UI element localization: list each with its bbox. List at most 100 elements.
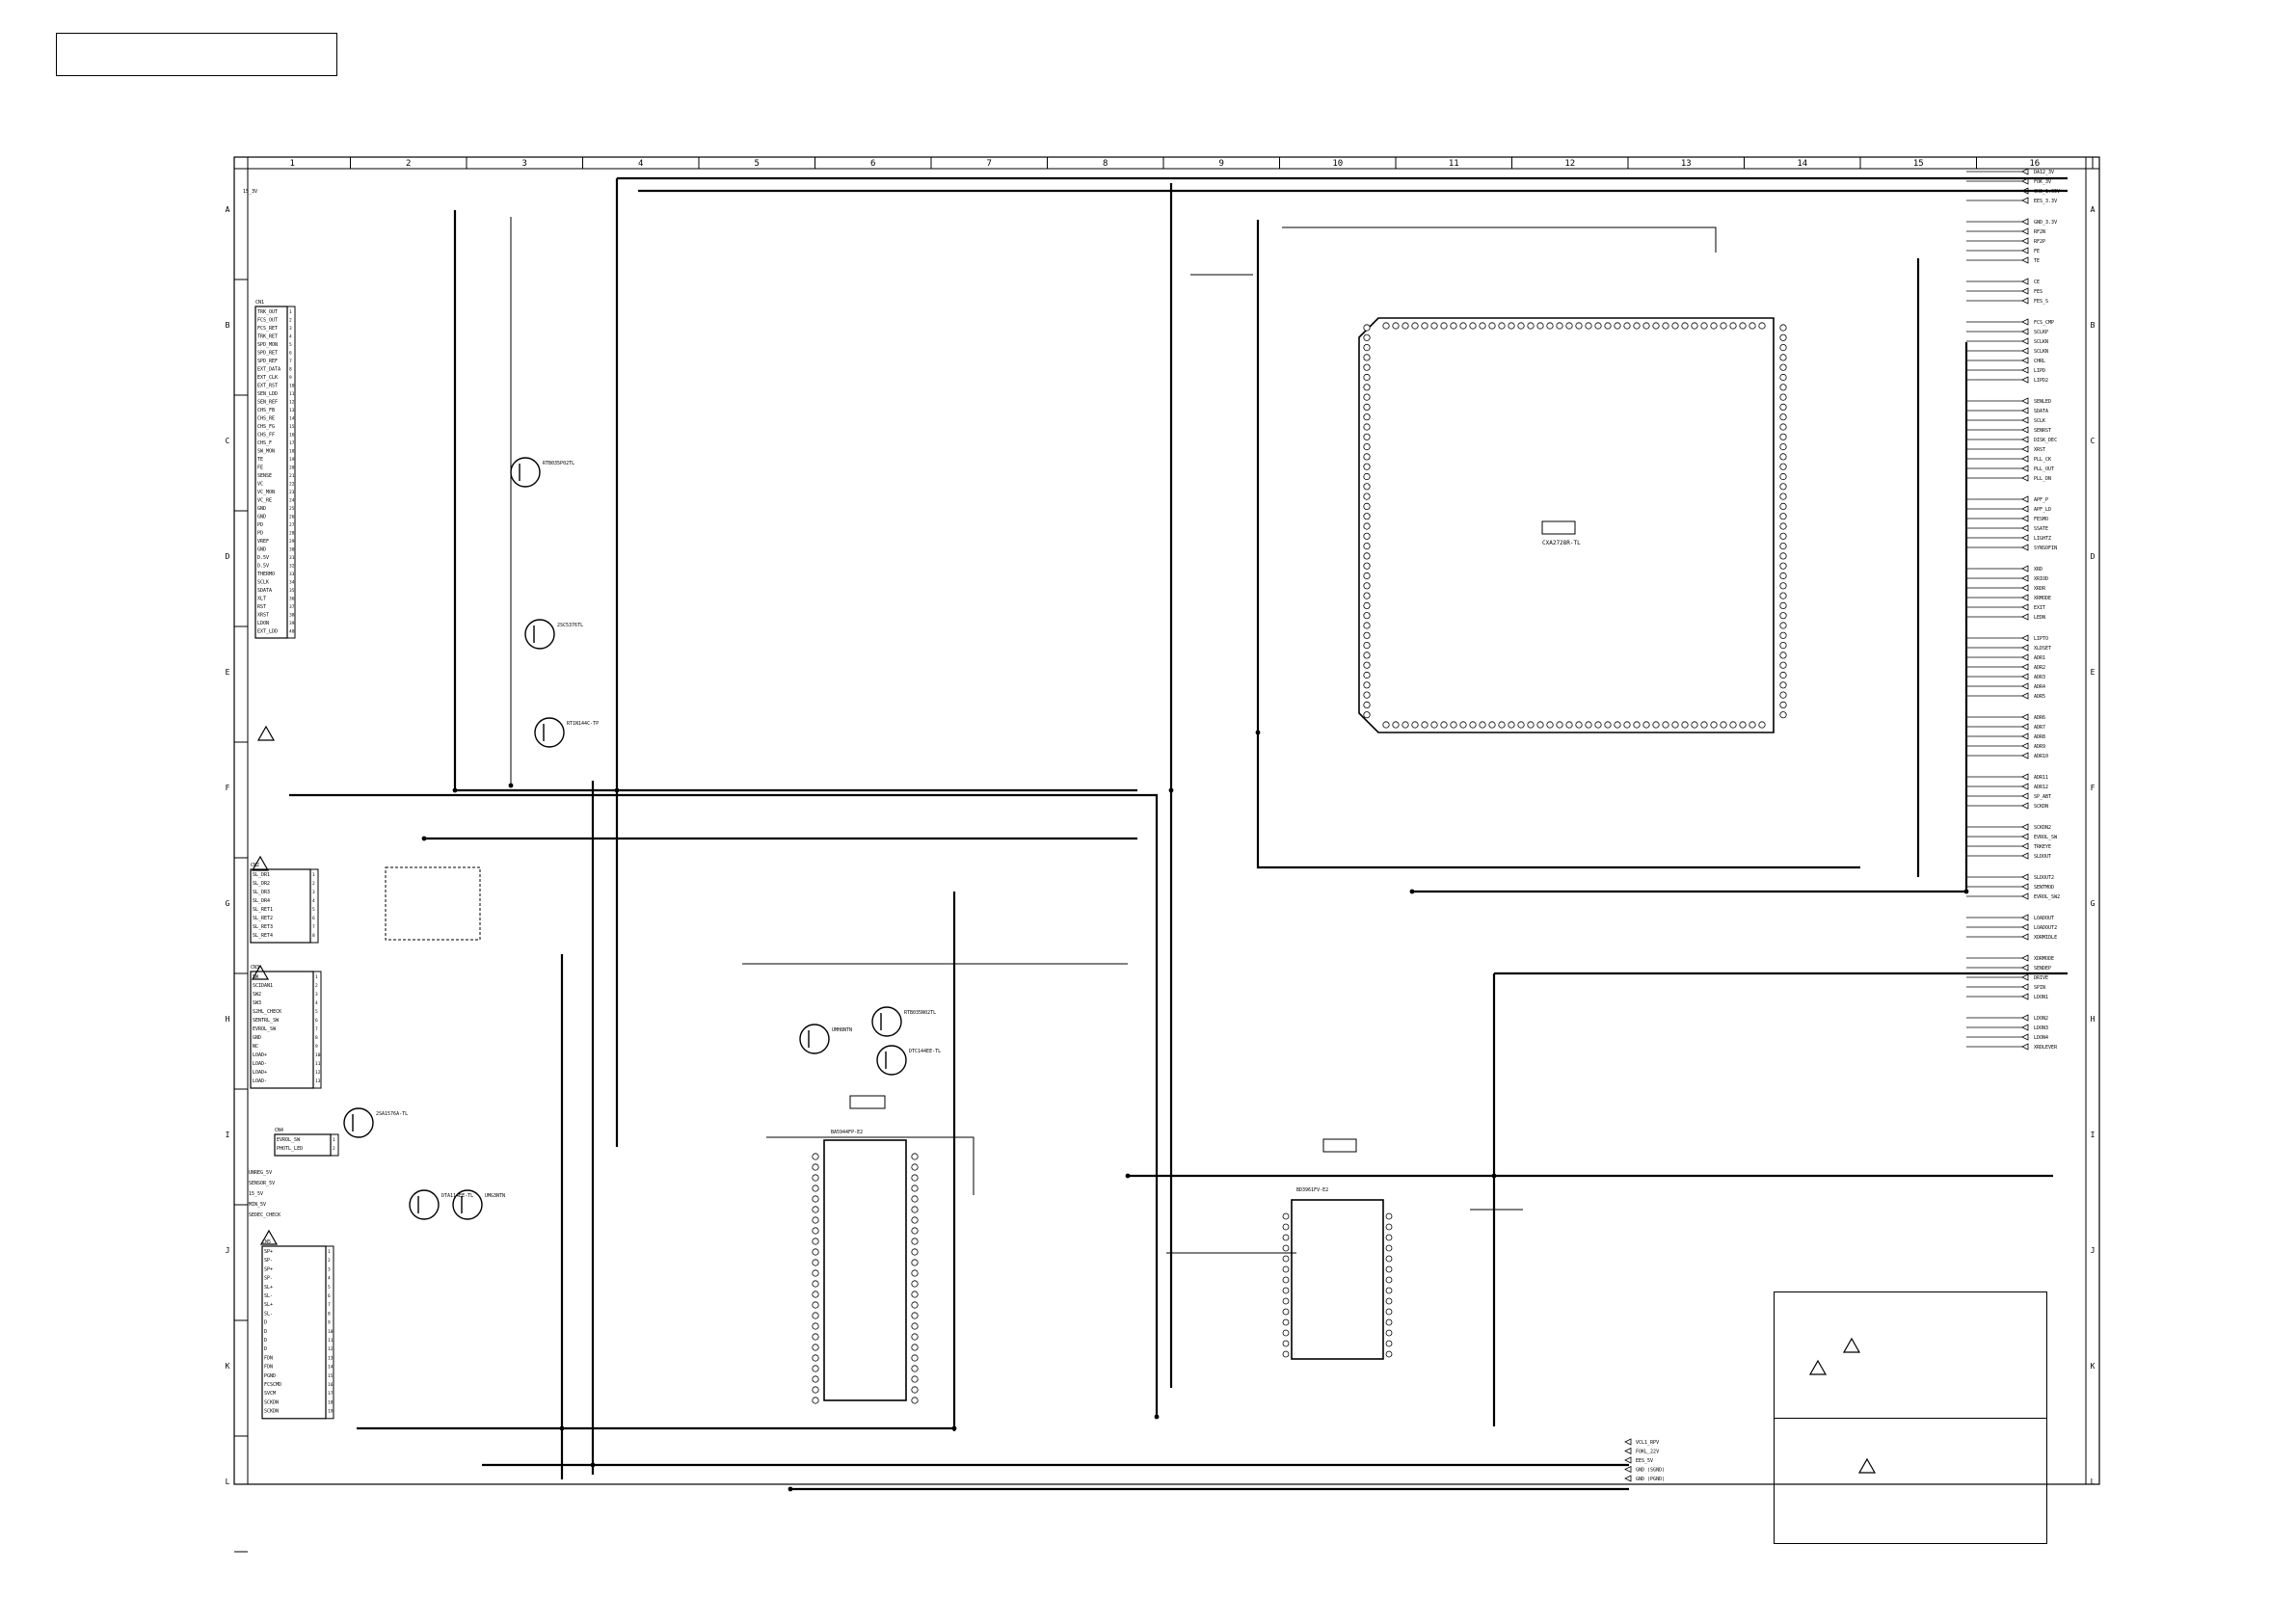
connector-pin-label: D.5V (257, 564, 269, 570)
frame (233, 156, 2100, 1485)
connector-pin-label: CHS_F (257, 440, 272, 446)
net-flag (2021, 1033, 2029, 1041)
net-label: ADR11 (2034, 775, 2048, 781)
ic-pin (1363, 562, 1371, 570)
connector-pin-number: 31 (289, 555, 295, 561)
transistor-part-label: DTA114EE-TL (441, 1193, 473, 1199)
ic-pin (1779, 333, 1787, 341)
connector-pin-label: CHS_FB (257, 408, 275, 413)
connector-pin-label: LDON (257, 621, 269, 626)
connector-pin-label: SL+ (264, 1285, 273, 1291)
net-label: PLL_DN (2034, 476, 2051, 482)
connector-pin-label: SCLK (257, 580, 269, 586)
net-label: ADR10 (2034, 754, 2048, 759)
ic-pin (1385, 1287, 1393, 1294)
ic-pin (1779, 483, 1787, 491)
connector-ref: CN1 (255, 300, 264, 306)
ic-pin (1739, 721, 1747, 729)
connector-pin-label: VREF (257, 539, 269, 545)
connector-pin-number: 11 (328, 1338, 334, 1344)
net-flag (2021, 366, 2029, 374)
connector-pin-number: 26 (289, 515, 295, 520)
warning-icon (251, 855, 270, 871)
connector-pin-number: 5 (328, 1285, 331, 1291)
net-flag (2021, 594, 2029, 601)
ic-pin (1779, 413, 1787, 421)
connector-pin-number: 5 (312, 907, 315, 913)
connector-pin-label: SL_DR2 (253, 881, 270, 887)
connector-pin-label: SL- (264, 1311, 273, 1317)
net-flag (2021, 723, 2029, 731)
junction-dot (788, 1486, 793, 1492)
row-label-left: G (226, 899, 230, 908)
connector-pin-column (325, 1245, 334, 1420)
connector-pin-number: 5 (289, 342, 292, 348)
connector-pin-number: 17 (328, 1391, 334, 1397)
connector-pin-label: FCSCMD (264, 1382, 281, 1388)
connector-pin-number: 19 (328, 1409, 334, 1415)
ic-pin (812, 1163, 819, 1171)
ic-pin (1749, 322, 1756, 330)
ic-pin (1700, 322, 1708, 330)
net-label: LDON1 (2034, 995, 2048, 1000)
warning-icon (1842, 1337, 1861, 1353)
wire-power-right (1412, 342, 1968, 893)
ic-pin (911, 1386, 919, 1394)
ic-pin (1459, 721, 1467, 729)
connector-pin-number: 5 (315, 1009, 318, 1015)
connector-pin-label: SEN_LDD (257, 391, 278, 397)
ic-pin (1758, 721, 1766, 729)
ic-pin (1779, 373, 1787, 382)
connector-pin-number: 12 (328, 1346, 334, 1352)
connector-pin-number: 11 (289, 391, 295, 397)
ic-pin (1508, 721, 1515, 729)
transistor-part-label: 2SC5376TL (557, 623, 583, 628)
right-net-labels: DA12_3VFOK_3VCHS_1.65VEES_3.3VGND_3.3VRF… (1966, 168, 2060, 1051)
net-label: ADR8 (2034, 734, 2045, 740)
row-label-left: F (226, 784, 230, 792)
column-label: 10 (1332, 159, 1343, 169)
ic-pin (1729, 322, 1737, 330)
row-label-left: A (226, 205, 230, 214)
connector-pin-label: S2HL_CHECK (253, 1009, 281, 1015)
net-flag (2021, 328, 2029, 335)
wires (289, 176, 2068, 1491)
net-label: SCLKN (2034, 349, 2048, 355)
row-label-right: B (2091, 321, 2096, 330)
ic-pin (1779, 393, 1787, 401)
net-flag (2021, 752, 2029, 759)
transistor-part-label: RTB035P02TL (543, 461, 574, 466)
ic-pin (1363, 463, 1371, 470)
connector-pin-number: 12 (315, 1070, 321, 1076)
net-label: TRKEYE (2034, 844, 2051, 850)
ic-pin (1681, 322, 1689, 330)
ic-pin (812, 1397, 819, 1404)
row-label-left: J (226, 1246, 230, 1255)
net-flag (2021, 407, 2029, 414)
connector-pin-number: 6 (312, 916, 315, 921)
net-flag (2021, 983, 2029, 991)
transistor-symbol (876, 1045, 907, 1076)
connector-pin-number: 39 (289, 621, 295, 626)
ic-pin (1652, 322, 1660, 330)
connector-pin-number: 30 (289, 547, 295, 553)
net-flag (2021, 1043, 2029, 1051)
ic-pin (911, 1322, 919, 1330)
ic-pin (812, 1238, 819, 1245)
ic-pin (1779, 622, 1787, 629)
connector-pin-label: D.5V (257, 555, 269, 561)
driver-ic-label-box (1322, 1138, 1357, 1153)
ic-pin (1282, 1276, 1290, 1284)
connector-pin-number: 34 (289, 580, 295, 586)
ic-pin (1710, 721, 1718, 729)
transistor-part-label: RTB035N02TL (904, 1010, 936, 1016)
connector-pin-label: SCIDAN1 (253, 983, 273, 989)
net-flag (2021, 534, 2029, 542)
ic-pin (812, 1153, 819, 1160)
ic-pin (1282, 1340, 1290, 1347)
ic-pin (1779, 472, 1787, 481)
ic-pin (911, 1238, 919, 1245)
connector-pin-number: 8 (312, 933, 315, 939)
ic-pin (911, 1216, 919, 1224)
main-ic-label-box (1541, 520, 1576, 535)
